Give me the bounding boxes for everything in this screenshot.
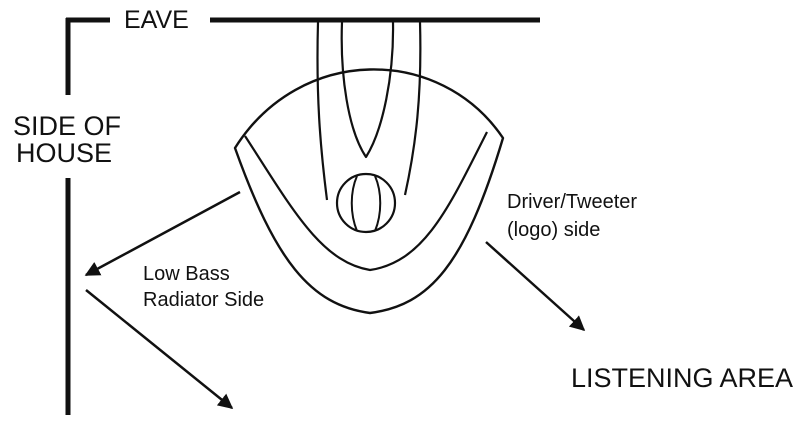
arrow-toward-listening-area (485, 241, 586, 332)
low-bass-label-line1: Low Bass (143, 263, 230, 285)
low-bass-label-line2: Radiator Side (143, 289, 264, 311)
side-of-house-label-line1: SIDE OF (13, 111, 121, 141)
driver-tweeter-label-line2: (logo) side (507, 219, 600, 241)
eave-label: EAVE (124, 6, 189, 34)
side-of-house-label-line2: HOUSE (16, 138, 112, 168)
speaker-body (233, 68, 505, 315)
arrow-wall-reflection-down (85, 289, 234, 409)
arrow-low-bass-toward-wall (84, 190, 241, 277)
speaker-mount-hub (335, 172, 397, 234)
listening-area-label: LISTENING AREA (571, 363, 793, 393)
driver-tweeter-label-line1: Driver/Tweeter (507, 191, 637, 213)
